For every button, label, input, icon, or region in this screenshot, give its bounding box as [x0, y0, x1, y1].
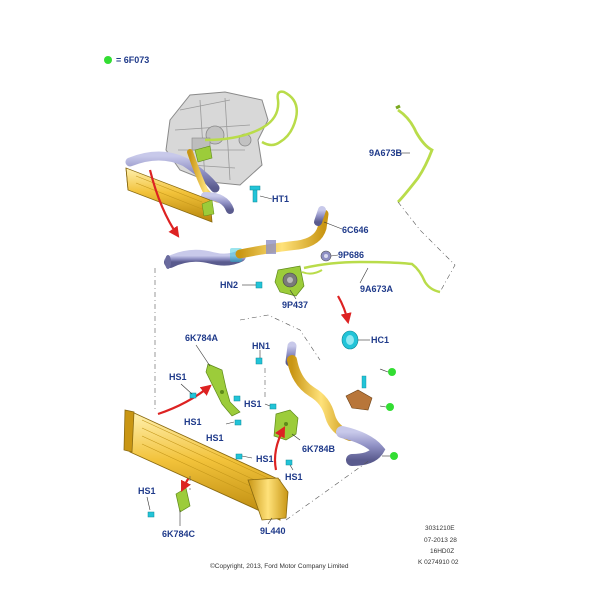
footer-code-2: 07-2013 28 [424, 537, 457, 544]
valve-9P437 [274, 265, 305, 297]
label-9A673A: 9A673A [360, 284, 394, 294]
fastener-hn1 [255, 357, 263, 365]
footer: 3031210E 07-2013 28 16HD0Z K 0274910 02 … [210, 525, 459, 570]
air-pipe-6C646 [235, 209, 329, 259]
label-HN1: HN1 [252, 341, 270, 351]
legend: = 6F073 [104, 55, 149, 65]
installed-bracket [201, 199, 215, 217]
legend-text: = 6F073 [116, 55, 149, 65]
fastener-hs1-f [147, 511, 155, 518]
legend-dot-icon [104, 56, 112, 64]
label-6K784B: 6K784B [302, 444, 336, 454]
air-hose-left [164, 249, 246, 268]
label-HT1: HT1 [272, 194, 289, 204]
footer-code-4: K 0274910 02 [418, 559, 459, 566]
grommet-9P686 [320, 250, 332, 262]
bracket-6K784C [175, 487, 191, 513]
red-arrow-intercooler-a [157, 384, 212, 416]
footer-code-1: 3031210E [425, 525, 455, 532]
red-arrow-upper [148, 169, 180, 238]
upper-hose-outlet [125, 151, 220, 193]
lower-hose-bottom [336, 426, 386, 466]
label-9L440: 9L440 [260, 526, 286, 536]
footer-code-3: 16HD0Z [430, 548, 454, 555]
marker-6F073-a [388, 368, 396, 376]
label-6K784A: 6K784A [185, 333, 219, 343]
label-HS1-d: HS1 [206, 433, 224, 443]
fasteners-hs1 [147, 357, 293, 518]
vacuum-tube-9A673A [303, 260, 441, 294]
fastener-ht1 [249, 185, 261, 203]
installed-intercooler [125, 167, 215, 223]
part-labels: 9A673B HT1 6C646 9P686 HN2 9P437 9A673A … [138, 148, 403, 539]
marker-6F073-b [386, 403, 394, 411]
fastener-hs1-a [189, 392, 197, 399]
fastener-hn2 [255, 281, 263, 289]
marker-6F073-c [390, 452, 398, 460]
clamp-hc1 [341, 330, 359, 350]
assembly-lines [154, 201, 456, 521]
label-6C646: 6C646 [342, 225, 369, 235]
label-HS1-e: HS1 [256, 454, 274, 464]
vacuum-tube-9A673B [397, 108, 434, 203]
label-9A673B: 9A673B [369, 148, 403, 158]
label-HN2: HN2 [220, 280, 238, 290]
label-HS1-b: HS1 [244, 399, 262, 409]
label-9P686: 9P686 [338, 250, 364, 260]
intercooler-9L440 [123, 409, 289, 521]
fastener-hs1-g [233, 395, 241, 402]
label-9P437: 9P437 [282, 300, 308, 310]
footer-copyright: ©Copyright, 2013, Ford Motor Company Lim… [210, 562, 349, 570]
fastener-hs1-b [269, 403, 277, 410]
label-HS1-c: HS1 [184, 417, 202, 427]
label-HS1-g: HS1 [138, 486, 156, 496]
label-6K784C: 6K784C [162, 529, 196, 539]
red-arrow-intercooler-b [273, 426, 286, 471]
bracket-6K784A [205, 363, 241, 417]
label-HS1-a: HS1 [169, 372, 187, 382]
fastener-hs1-c [234, 419, 242, 426]
fastener-hs1-d [235, 453, 243, 460]
lower-pipe-gold [287, 355, 355, 441]
upper-hose-inlet [201, 192, 234, 214]
engine-green-bracket [194, 145, 213, 163]
label-HS1-f: HS1 [285, 472, 303, 482]
air-pipe-6C646-grey-end [314, 206, 326, 226]
engine-vacuum-tube [204, 90, 298, 147]
red-arrow-hc1 [337, 295, 352, 325]
sensor-bracket [345, 375, 373, 411]
label-HC1: HC1 [371, 335, 389, 345]
fastener-hs1-e [285, 459, 293, 466]
leader-lines [146, 152, 410, 526]
